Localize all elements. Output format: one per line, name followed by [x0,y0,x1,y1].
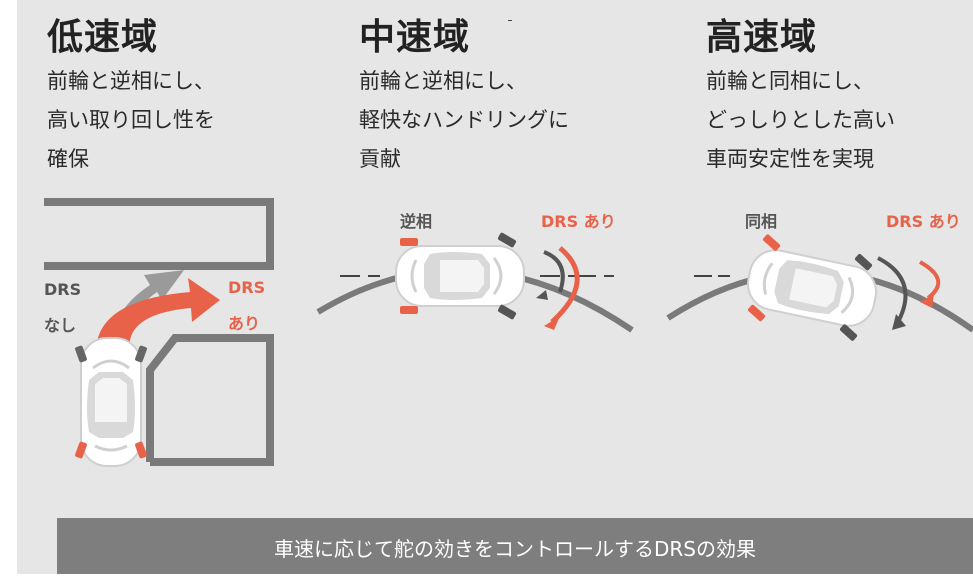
mid-speed-desc-line: 貢献 [359,147,401,171]
high-speed-desc-line: どっしりとした高い [706,108,895,132]
low-speed-scene [44,198,274,468]
wall-corner [146,334,274,466]
high-speed-desc-line: 車両安定性を実現 [706,147,874,171]
mid-speed-desc-line: 軽快なハンドリングに [359,108,569,132]
mid-front-rotation-arrow [543,250,565,293]
low-speed-desc-line: 確保 [47,147,89,171]
low-speed-desc-line: 高い取り回し性を [47,108,215,132]
high-drs-on-label: DRS あり [886,212,961,231]
high-speed-desc-line: 前輪と同相にし、 [706,69,874,93]
caption-bar: 車速に応じて舵の効きをコントロールするDRSの効果 [57,518,973,574]
high-speed-description: 前輪と同相にし、 どっしりとした高い 車両安定性を実現 [706,62,895,179]
stray-tick-mark [508,20,512,21]
mid-drs-on-label: DRS あり [541,212,616,231]
caption-text: 車速に応じて舵の効きをコントロールするDRSの効果 [274,537,756,561]
high-rear-rotation-arrow [918,260,941,300]
high-speed-scene [666,234,973,341]
high-front-rotation-arrow [877,256,908,323]
mid-rear-rotation-arrow [550,246,580,324]
mid-speed-car [394,232,526,320]
low-speed-title: 低速域 [47,17,159,58]
high-phase-label: 同相 [745,212,778,231]
mid-phase-label: 逆相 [400,212,433,231]
wall-top [44,198,274,270]
drs-off-label-2: なし [44,316,77,335]
drs-on-label-1: DRS [228,278,266,297]
drs-on-label-2: あり [228,314,261,333]
drs-on-path-arrow [96,278,220,352]
mid-speed-scene [316,232,634,333]
high-speed-title: 高速域 [706,17,818,58]
low-speed-desc-line: 前輪と逆相にし、 [47,69,215,93]
low-speed-description: 前輪と逆相にし、 高い取り回し性を 確保 [47,62,215,179]
low-speed-car [75,336,147,468]
mid-speed-desc-line: 前輪と逆相にし、 [359,69,527,93]
high-speed-car [741,234,883,341]
mid-speed-description: 前輪と逆相にし、 軽快なハンドリングに 貢献 [359,62,569,179]
mid-speed-title: 中速域 [359,17,471,58]
drs-off-label-1: DRS [44,280,82,299]
